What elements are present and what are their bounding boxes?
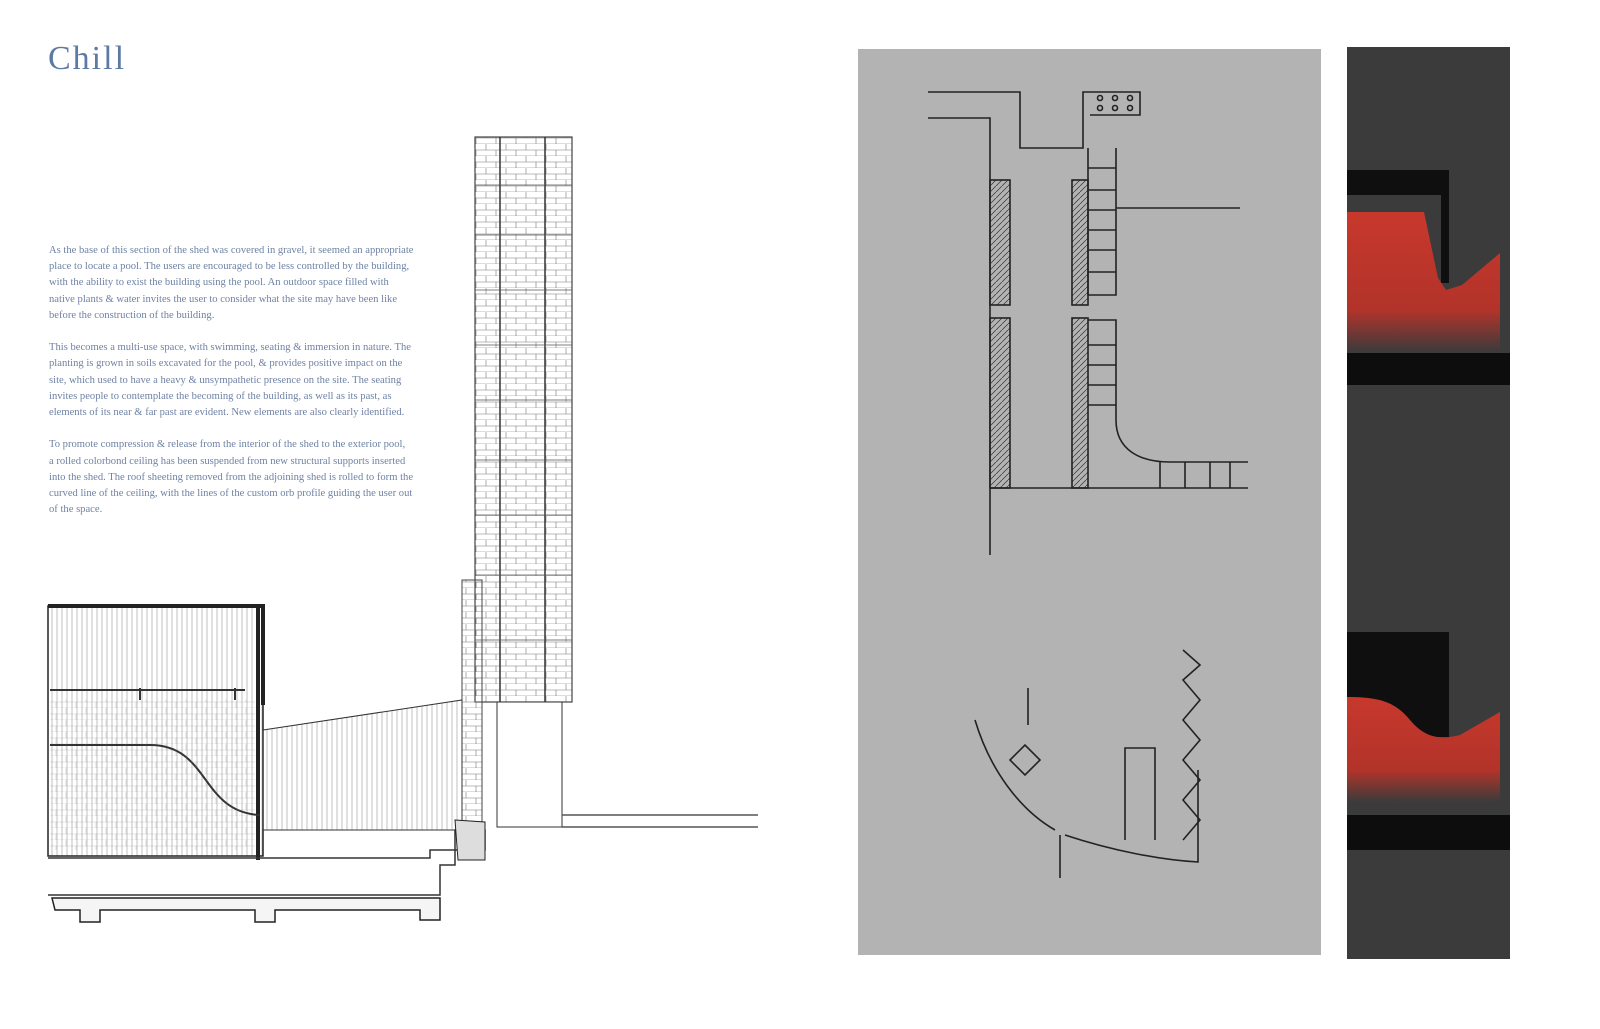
text-line: This becomes a multi-use space, with swi… (49, 342, 411, 354)
paragraph-3: To promote compression & release from th… (49, 437, 429, 518)
text-line: planting is grown in soils excavated for… (49, 358, 403, 370)
text-line: As the base of this section of the shed … (49, 245, 414, 256)
text-line: a rolled colorbond ceiling has been susp… (49, 455, 406, 467)
text-line: of the space. (49, 504, 103, 516)
text-line: site, which used to have a heavy & unsym… (49, 374, 402, 386)
text-line: before the construction of the building. (49, 309, 215, 321)
paragraph-1: As the base of this section of the shed … (49, 243, 429, 324)
paragraph-2: This becomes a multi-use space, with swi… (49, 340, 429, 421)
text-line: invites people to contemplate the becomi… (49, 390, 392, 402)
description-text: As the base of this section of the shed … (49, 243, 429, 535)
text-line: curved line of the ceiling, with the lin… (49, 488, 413, 500)
section-drawing (47, 136, 758, 923)
text-line: with the ability to exist the building u… (49, 277, 389, 289)
text-line: into the shed. The roof sheeting removed… (49, 471, 414, 483)
render-panel (1347, 47, 1510, 959)
page-title: Chill (48, 40, 127, 77)
text-line: native plants & water invites the user t… (49, 293, 398, 305)
detail-drawing-panel (858, 49, 1321, 955)
text-line: place to locate a pool. The users are en… (49, 261, 410, 273)
text-line: elements of its near & far past are evid… (49, 407, 405, 419)
text-line: To promote compression & release from th… (49, 439, 406, 451)
